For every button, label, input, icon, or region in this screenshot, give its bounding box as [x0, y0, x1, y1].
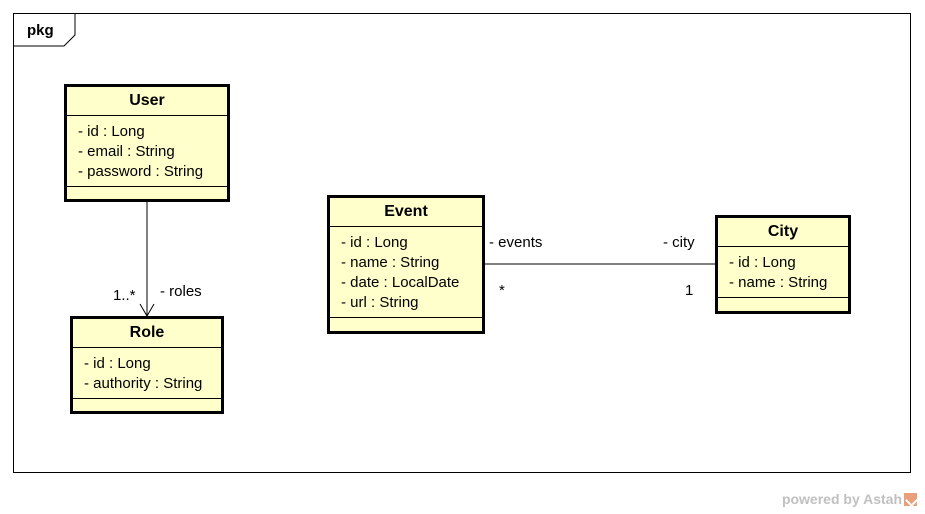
attribute: - id : Long — [84, 355, 151, 372]
attribute: - url : String — [341, 294, 419, 311]
class-user[interactable]: User - id : Long - email : String - pass… — [64, 84, 230, 202]
city-end-multiplicity: 1 — [685, 282, 694, 299]
event-end-multiplicity: * — [499, 282, 505, 299]
operation-compartment — [718, 298, 848, 310]
class-name: Role — [73, 319, 221, 348]
package-tab: pkg — [14, 14, 76, 47]
attribute: - name : String — [341, 254, 440, 271]
attribute-compartment: - id : Long - authority : String — [73, 348, 221, 399]
attribute-compartment: - id : Long - name : String — [718, 247, 848, 298]
attribute-compartment: - id : Long - email : String - password … — [67, 116, 227, 187]
user-role-role-label: - roles — [160, 283, 202, 300]
attribute: - id : Long — [341, 234, 408, 251]
attribute: - name : String — [729, 274, 828, 291]
class-role[interactable]: Role - id : Long - authority : String — [70, 316, 224, 414]
class-name: City — [718, 218, 848, 247]
event-end-role-label: - events — [489, 234, 543, 251]
footer-text: powered by Astah — [781, 491, 902, 507]
attribute-compartment: - id : Long - name : String - date : Loc… — [330, 227, 482, 318]
user-role-multiplicity: 1..* — [113, 287, 136, 304]
attribute: - id : Long — [78, 123, 145, 140]
class-name: User — [67, 87, 227, 116]
attribute: - email : String — [78, 143, 175, 160]
attribute: - authority : String — [84, 375, 203, 392]
class-city[interactable]: City - id : Long - name : String — [715, 215, 851, 314]
city-end-role-label: - city — [663, 234, 695, 251]
operation-compartment — [67, 187, 227, 199]
attribute: - id : Long — [729, 254, 796, 271]
astah-logo-icon — [904, 492, 917, 506]
class-name: Event — [330, 198, 482, 227]
attribute: - password : String — [78, 163, 204, 180]
footer-branding: powered by Astah — [782, 491, 917, 507]
attribute: - date : LocalDate — [341, 274, 460, 291]
operation-compartment — [330, 318, 482, 330]
class-event[interactable]: Event - id : Long - name : String - date… — [327, 195, 485, 334]
operation-compartment — [73, 399, 221, 411]
package-frame: pkg — [13, 13, 911, 473]
package-label: pkg — [27, 22, 54, 39]
